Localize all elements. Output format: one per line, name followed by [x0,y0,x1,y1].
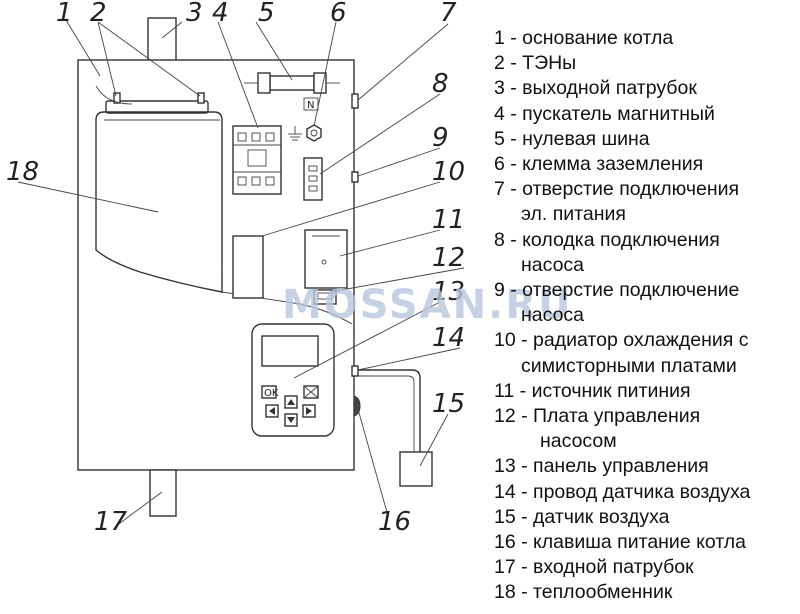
legend-item: 6 - клемма заземления [494,153,704,176]
legend-item: 10 - радиатор охлаждения с [494,329,749,352]
legend-item-continuation: насоса [521,304,585,327]
control-panel: OK [251,323,335,437]
callout-numbers: 1 2 3 4 5 6 7 8 9 10 11 12 13 14 15 16 1… [6,0,465,537]
callout-11: 11 [432,205,465,235]
callout-18: 18 [6,157,39,187]
legend-item: 18 - теплообменник [494,581,673,604]
legend-item: 2 - ТЭНы [494,52,577,75]
callout-17: 17 [94,507,128,537]
legend-item-continuation: насосом [540,430,617,453]
legend-item: 15 - датчик воздуха [494,505,670,528]
callout-16: 16 [378,507,411,537]
leader-lines [17,19,465,527]
air-sensor [399,451,433,487]
callout-14: 14 [432,323,465,353]
legend-item: 17 - входной патрубок [494,556,694,579]
callout-9: 9 [432,123,449,153]
legend-item: 16 - клавиша питание котла [494,531,746,554]
legend-item: 4 - пускатель магнитный [494,102,715,125]
callout-5: 5 [258,0,275,28]
ground-terminal [288,124,322,142]
legend-item: 5 - нулевая шина [494,127,650,150]
callout-8: 8 [432,69,449,99]
heating-elements [95,85,220,121]
power-supply [304,229,348,289]
callout-15: 15 [432,389,465,419]
sensor-wire-port [351,365,359,377]
pump-port [351,171,359,183]
callout-6: 6 [330,0,347,28]
callout-10: 10 [432,157,465,187]
busbar-letter: N [307,100,314,111]
heat-exchanger [95,111,223,293]
pump-control-board [313,289,337,305]
legend-item: 3 - выходной патрубок [494,77,697,100]
callout-2: 2 [90,0,107,28]
callout-3: 3 [186,0,203,28]
panel-ok-label: OK [264,388,279,399]
parts-legend: 1 - основание котла 2 - ТЭНы 3 - выходно… [494,26,798,606]
cooling-radiator [232,235,264,299]
watermark: MOSSAN.RU [282,282,573,328]
legend-item: 14 - провод датчика воздуха [494,480,751,503]
legend-item: 7 - отверстие подключения [494,178,740,201]
callout-7: 7 [440,0,457,28]
air-sensor-wire [358,369,421,452]
callout-13: 13 [432,277,465,307]
callout-1: 1 [56,0,73,28]
callout-4: 4 [212,0,229,28]
pump-connection-block [303,157,323,201]
legend-item: 11 - источник питиния [494,379,691,402]
inlet-pipe [149,469,177,517]
legend-item: 9 - отверстие подключение [494,279,740,302]
neutral-busbar: N [244,72,340,111]
magnetic-contactor [232,125,282,195]
legend-item: 12 - Плата управления [494,405,701,428]
callout-12: 12 [432,243,465,273]
power-inlet-port [351,93,359,109]
legend-item-continuation: насоса [521,253,585,276]
legend-item-continuation: эл. питания [521,203,626,226]
legend-item: 8 - колодка подключения [494,228,720,251]
legend-item: 1 - основание котла [494,27,674,49]
legend-item-continuation: симисторными платами [521,354,737,377]
legend-item: 13 - панель управления [494,455,709,478]
